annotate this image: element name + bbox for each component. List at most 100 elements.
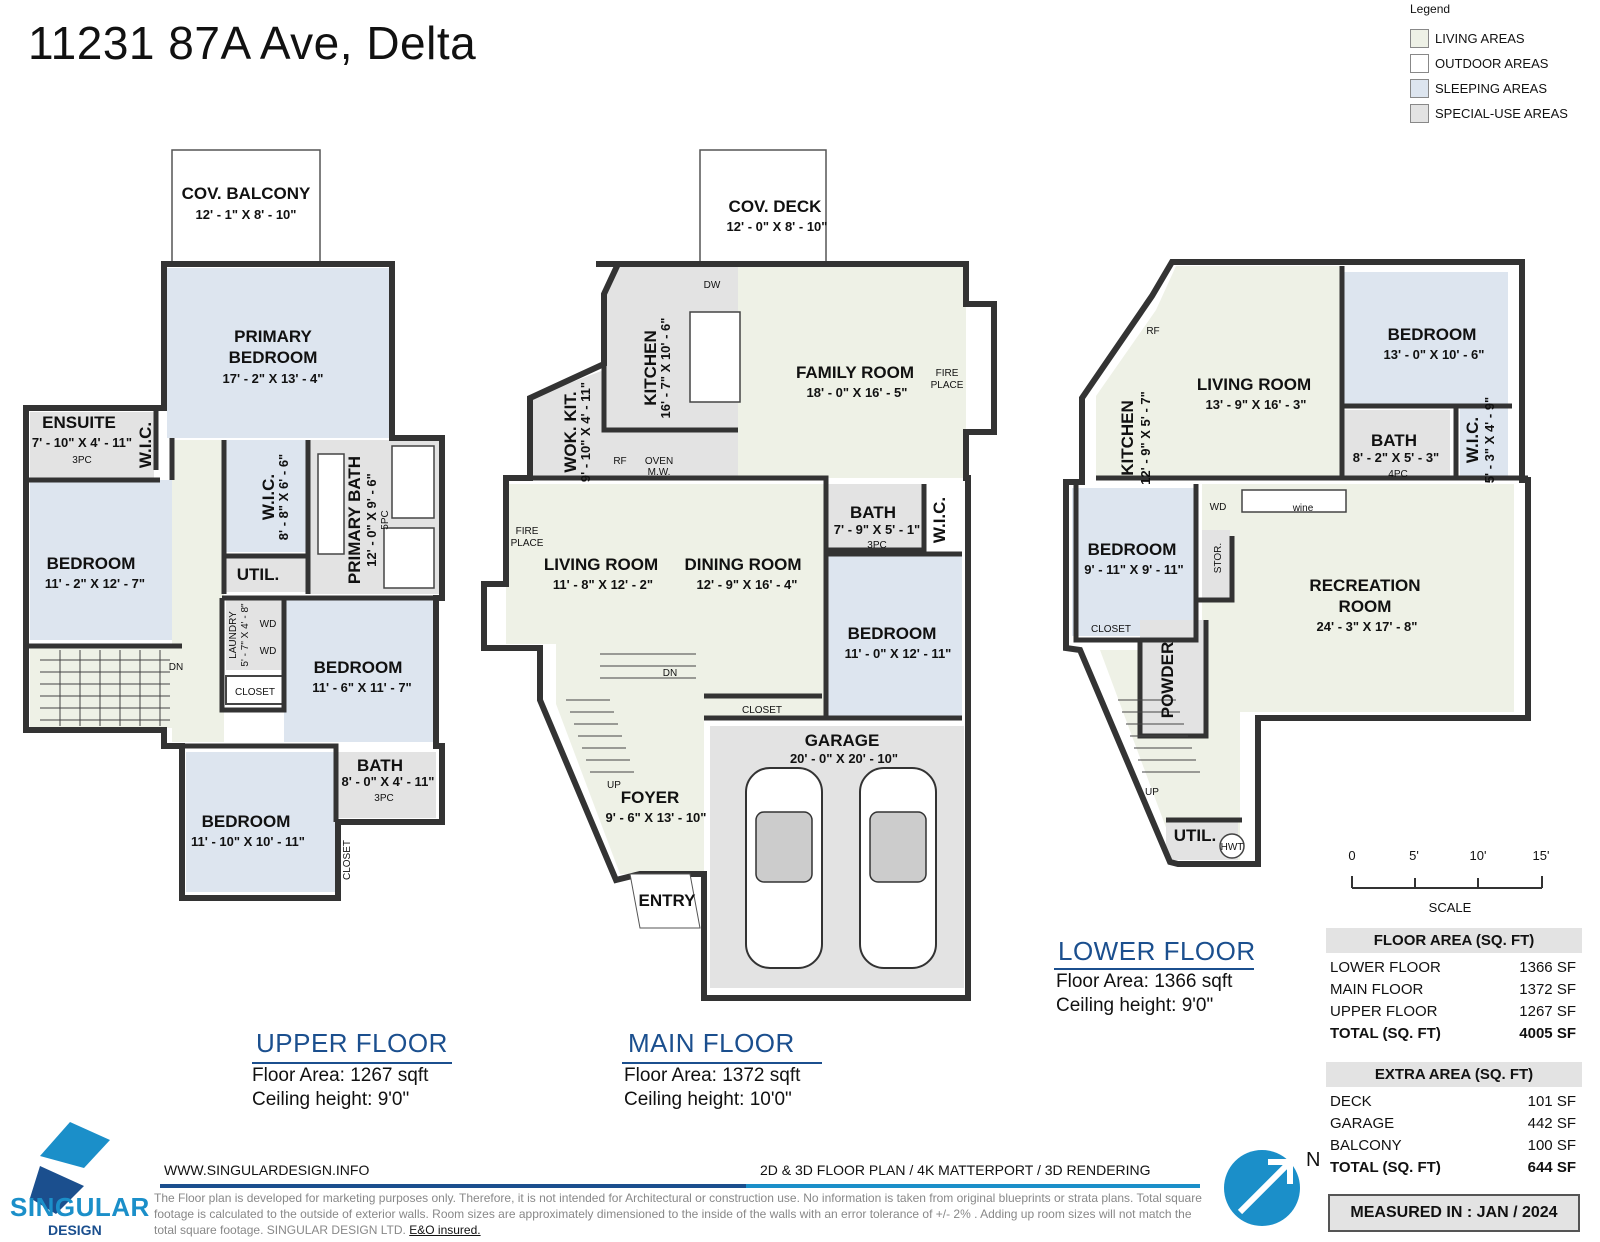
lower-up-label: UP [1145, 787, 1159, 798]
disclaimer-text: The Floor plan is developed for marketin… [154, 1191, 1202, 1237]
laundry-area [226, 600, 284, 670]
bath-dim: 8' - 0" X 4' - 11" [342, 774, 435, 789]
compass-icon: N [1224, 1149, 1320, 1226]
wok-kitchen-dim: 9' - 10" X 4' - 11" [578, 382, 593, 482]
family-room-dim: 18' - 0" X 16' - 5" [807, 385, 908, 400]
bedroom-label: BEDROOM [47, 554, 136, 573]
bath-tag: 3PC [374, 793, 393, 804]
legend-item: OUTDOOR AREAS [1410, 51, 1590, 76]
legend: Legend LIVING AREAS OUTDOOR AREAS SLEEPI… [1410, 2, 1590, 126]
dining-room-label: DINING ROOM [684, 555, 801, 574]
wic-label: W.I.C. [136, 422, 155, 468]
logo-shape [30, 1166, 84, 1214]
balcony-area [171, 149, 321, 263]
living-room-dim: 11' - 8" X 12' - 2" [553, 577, 653, 592]
lower-bath-dim: 8' - 2" X 5' - 3" [1353, 450, 1439, 465]
row-name: LOWER FLOOR [1330, 959, 1441, 976]
lower-stairs [1118, 699, 1200, 773]
fireplace-label: FIRE [936, 368, 959, 379]
logo-shape [40, 1122, 110, 1168]
primary-bath-tag: 5PC [380, 510, 391, 529]
lower-bath-tag: 4PC [1388, 469, 1407, 480]
util-label: UTIL. [237, 565, 280, 584]
ensuite-dim: 7' - 10" X 4' - 11" [32, 435, 132, 450]
fireplace-label: PLACE [931, 380, 964, 391]
ensuite-area [30, 412, 154, 480]
row-name: GARAGE [1330, 1115, 1395, 1132]
upper-floor-area: Floor Area: 1267 sqft [252, 1065, 429, 1086]
primary-bedroom-label: PRIMARY [234, 327, 312, 346]
services-text: 2D & 3D FLOOR PLAN / 4K MATTERPORT / 3D … [760, 1162, 1151, 1178]
closet-label: CLOSET [742, 705, 782, 716]
legend-swatch-special [1410, 104, 1429, 123]
water-heater-icon [1219, 833, 1245, 859]
scale-tick: 5' [1409, 848, 1419, 863]
lower-bedroom-area [1344, 272, 1508, 404]
dryer-label: WD [260, 646, 277, 657]
fireplace-label: FIRE [516, 526, 539, 537]
lower-kitchen-label: KITCHEN [1118, 400, 1137, 476]
legend-swatch-living [1410, 29, 1429, 48]
recreation-dim: 24' - 3" X 17' - 8" [1317, 619, 1418, 634]
primary-bedroom-area [167, 268, 389, 438]
util-area [224, 556, 310, 592]
living-dining-area [506, 484, 826, 874]
fireplace-label: PLACE [511, 538, 544, 549]
lower-bedroom2-area [1072, 488, 1196, 636]
compass-arrow [1237, 1159, 1293, 1215]
bedroom-area [826, 554, 962, 718]
microwave-label: M.W. [648, 467, 671, 478]
wok-kitchen-label: WOK. KIT. [561, 391, 580, 472]
wine-label: wine [1292, 503, 1314, 514]
upper-floor-info: Floor Area: 1267 sqft Ceiling height: 9'… [252, 1064, 428, 1112]
closet-label: CLOSET [235, 687, 275, 698]
balcony-label: COV. BALCONY [182, 184, 311, 203]
dn-label: DN [663, 668, 677, 679]
primary-bath-dim: 12' - 0" X 9' - 6" [364, 473, 379, 567]
main-interior-walls [530, 364, 962, 721]
lower-bath-label: BATH [1371, 431, 1417, 450]
dining-room-dim: 12' - 9" X 16' - 4" [697, 577, 798, 592]
legend-swatch-outdoor [1410, 54, 1429, 73]
lower-floor-ceiling: Ceiling height: 9'0" [1056, 995, 1214, 1016]
bar-counter [1241, 489, 1347, 513]
bathtub [391, 445, 435, 519]
storage-label: STOR. [1213, 543, 1224, 573]
page-title: 11231 87A Ave, Delta [28, 17, 477, 69]
row-value: 1267 SF [1519, 1003, 1576, 1020]
row-value: 442 SF [1527, 1115, 1576, 1132]
scale-tick: 10' [1470, 848, 1487, 863]
fridge-label: RF [613, 456, 626, 467]
lower-floor-area: Floor Area: 1366 sqft [1056, 971, 1233, 992]
bedroom2-dim: 11' - 6" X 11' - 7" [312, 680, 411, 695]
upper-floor-title: UPPER FLOOR [256, 1028, 448, 1058]
lower-living-label: LIVING ROOM [1197, 375, 1311, 394]
laundry-dim: 5' - 7" X 4' - 8" [240, 603, 251, 667]
main-stairs [566, 653, 696, 773]
upper-floor-plan: COV. BALCONY 12' - 1" X 8' - 10" PRIMARY… [23, 149, 445, 901]
wic-label: W.I.C. [930, 497, 949, 543]
ensuite-label: ENSUITE [42, 413, 116, 432]
wic-label: W.I.C. [259, 474, 278, 520]
bath-area [336, 752, 436, 818]
bath-label: BATH [850, 503, 896, 522]
lower-wic-label: W.I.C. [1463, 417, 1482, 463]
living-room-label: LIVING ROOM [544, 555, 658, 574]
bath-area [826, 484, 922, 552]
disclaimer: The Floor plan is developed for marketin… [154, 1190, 1214, 1238]
upper-stairs [40, 650, 170, 726]
bedroom-label: BEDROOM [848, 624, 937, 643]
lower-living-dim: 13' - 9" X 16' - 3" [1206, 397, 1307, 412]
website-link[interactable]: WWW.SINGULARDESIGN.INFO [164, 1162, 370, 1178]
lower-closet-label: CLOSET [1091, 624, 1131, 635]
dishwasher-label: DW [704, 280, 721, 291]
row-name: DECK [1330, 1093, 1372, 1110]
lower-floor-plan: KITCHEN 12' - 9" X 5' - 7" LIVING ROOM 1… [1063, 259, 1531, 867]
bath-tag: 3PC [867, 540, 886, 551]
bedroom3-area [186, 752, 336, 892]
table-total-row: TOTAL (SQ. FT)4005 SF [1326, 1023, 1582, 1045]
upper-floor-ceiling: Ceiling height: 9'0" [252, 1089, 410, 1110]
